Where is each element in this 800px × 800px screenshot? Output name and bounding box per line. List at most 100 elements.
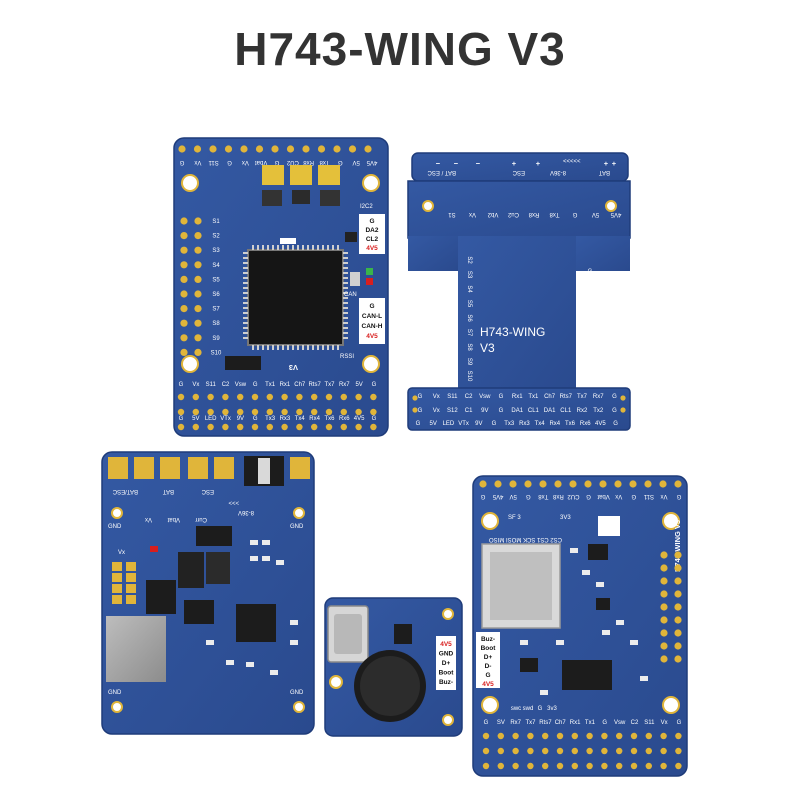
label-vx: Vx <box>145 516 152 522</box>
solder-pad <box>571 762 578 770</box>
pad-label: LED <box>205 416 217 422</box>
solder-pad <box>126 584 136 593</box>
polarity-marks: −−−++++ <box>436 159 617 168</box>
smd-part <box>280 238 296 244</box>
pad-label: Rx1 <box>280 382 291 388</box>
solder-pad <box>240 145 248 153</box>
solder-pad <box>556 732 564 740</box>
solder-pad <box>675 747 682 755</box>
solder-pad <box>112 584 122 593</box>
svg-text:+: + <box>512 159 517 168</box>
solder-pad <box>281 423 288 431</box>
solder-pad <box>554 480 562 488</box>
pad-label: C2 <box>465 394 473 400</box>
solder-pad <box>180 275 188 283</box>
pad-label: Rx7 <box>339 382 350 388</box>
page-title: H743-WING V3 <box>234 23 566 75</box>
pad-label: 5V <box>192 416 199 422</box>
side-name: H743-WING V3 <box>673 520 682 572</box>
usb-c-port-inner <box>334 614 362 654</box>
pad-label: Tx1 <box>265 382 276 388</box>
pad-label: 4V5 <box>585 379 596 385</box>
pad-label: Tx7 <box>526 720 537 726</box>
pad-label: Cu2 <box>507 211 519 217</box>
solder-pad <box>222 408 229 416</box>
pad-label: 4V5 <box>366 245 378 252</box>
pad-label: Tx3 <box>504 421 515 427</box>
label-bat-esc: BAT/ESC <box>112 488 138 494</box>
mount-hole <box>111 507 123 519</box>
mount-hole <box>442 714 454 726</box>
mount-hole <box>362 174 380 192</box>
mark-rssi: RSSI <box>340 354 354 360</box>
pad-label: S10 <box>466 371 472 382</box>
solder-pad <box>660 655 668 663</box>
solder-pad <box>194 334 202 342</box>
solder-pad <box>645 732 652 740</box>
solder-pad <box>311 408 318 416</box>
solder-pad <box>194 261 202 269</box>
solder-pad <box>237 423 244 431</box>
mark-sf: SF 3 <box>508 515 521 521</box>
mount-hole <box>181 174 199 192</box>
pad-label: Tx6 <box>565 421 576 427</box>
pad-label: Boot <box>439 670 455 677</box>
solder-pad <box>188 457 208 479</box>
svg-text:+: + <box>604 159 609 168</box>
pad-label: G <box>418 394 423 400</box>
pad-label: Tx1 <box>585 720 596 726</box>
pad-label: 9V <box>475 421 482 427</box>
label-bat: BAT <box>162 488 174 494</box>
pad-label: S5 <box>212 277 220 283</box>
solder-pad <box>370 408 377 416</box>
solder-pad <box>193 145 202 153</box>
solder-pad <box>281 408 288 416</box>
pad-label: Vx <box>194 159 201 165</box>
svg-text:+: + <box>612 159 617 168</box>
pad-label: C1 <box>465 408 473 414</box>
solder-pad <box>542 732 549 740</box>
solder-pad <box>629 480 637 488</box>
solder-pad <box>302 145 310 153</box>
solder-pad <box>660 732 667 740</box>
pad-label: Vbat <box>255 159 268 165</box>
pad-label: 5V <box>355 382 362 388</box>
pad-label: 5V <box>430 421 437 427</box>
solder-pad <box>112 562 122 571</box>
bottom-pad-rows <box>177 393 377 431</box>
solder-pad <box>271 145 279 153</box>
pad-label: VTx <box>220 416 231 422</box>
pad-label: S11 <box>644 720 655 726</box>
svg-text:−: − <box>454 159 459 168</box>
pad-label: DA2 <box>584 280 596 286</box>
pad-label: G <box>612 394 617 400</box>
pad-label: Ch7 <box>544 394 556 400</box>
solder-pad <box>660 564 668 572</box>
solder-pad <box>412 407 418 413</box>
pad-label: Rx1 <box>512 394 523 400</box>
solder-pad <box>512 747 519 755</box>
pad-label: Tx1 <box>528 394 539 400</box>
pad-label: Rx4 <box>309 416 320 422</box>
pad-label: S11 <box>643 493 654 499</box>
solder-pad <box>348 145 357 153</box>
solder-pad <box>542 762 549 770</box>
solder-pad <box>126 562 136 571</box>
pad-label: CAN-H <box>362 323 383 330</box>
pad-label: G <box>631 493 636 499</box>
pad-label: G <box>499 408 504 414</box>
pad-label: Vsw <box>235 382 247 388</box>
pad-label: S2 <box>466 256 472 264</box>
pad-label: Tx8 <box>319 159 330 165</box>
solder-pad <box>674 629 682 637</box>
solder-pad <box>364 145 372 153</box>
solder-pad <box>192 408 199 416</box>
pad-label: G <box>586 493 591 499</box>
power-pads <box>112 562 136 604</box>
solder-pad <box>512 762 519 770</box>
pad-label: Vsw <box>614 720 626 726</box>
